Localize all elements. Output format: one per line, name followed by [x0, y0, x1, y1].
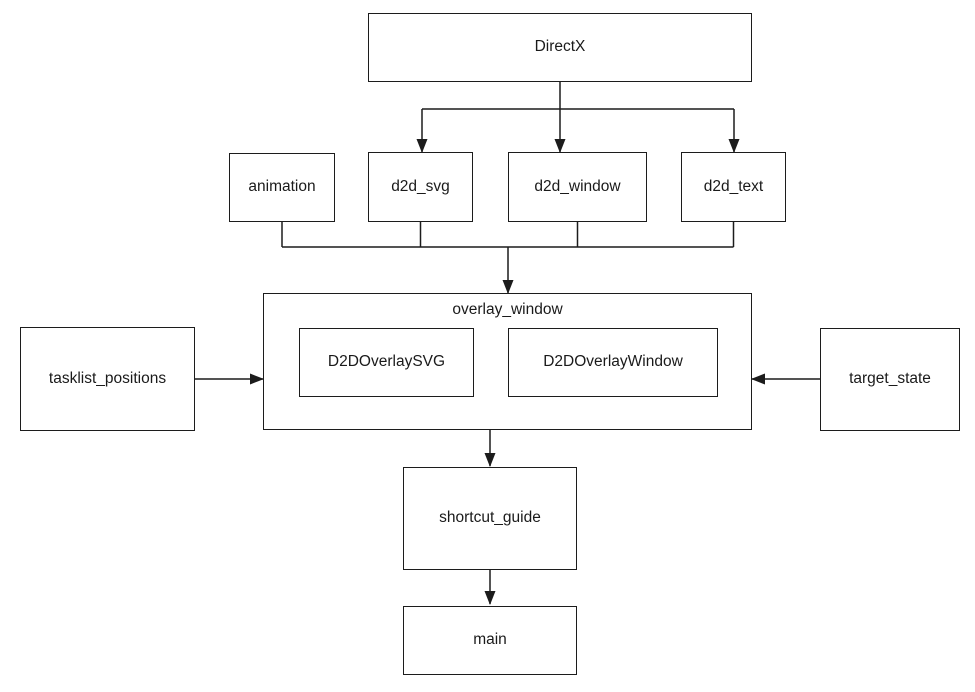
- node-d2d-window: d2d_window: [508, 152, 647, 222]
- node-animation: animation: [229, 153, 335, 222]
- node-directx: DirectX: [368, 13, 752, 82]
- node-shortcut-guide-label: shortcut_guide: [439, 509, 541, 527]
- node-d2d-overlay-window: D2DOverlayWindow: [508, 328, 718, 397]
- node-d2d-svg-label: d2d_svg: [391, 177, 450, 195]
- node-overlay-window-label: overlay_window: [452, 301, 563, 318]
- node-d2d-overlay-svg-label: D2DOverlaySVG: [327, 353, 446, 371]
- node-target-state-label: target_state: [849, 370, 931, 388]
- node-main-label: main: [473, 631, 507, 649]
- node-d2d-text-label: d2d_text: [703, 177, 764, 195]
- node-d2d-svg: d2d_svg: [368, 152, 473, 222]
- node-target-state: target_state: [820, 328, 960, 431]
- node-tasklist-positions-label: tasklist_positions: [48, 369, 167, 387]
- node-d2d-text: d2d_text: [681, 152, 786, 222]
- node-directx-label: DirectX: [534, 38, 586, 56]
- node-d2d-overlay-svg: D2DOverlaySVG: [299, 328, 474, 397]
- node-shortcut-guide: shortcut_guide: [403, 467, 577, 570]
- node-main: main: [403, 606, 577, 675]
- node-overlay-window: overlay_window D2DOverlaySVG D2DOverlayW…: [263, 293, 752, 430]
- node-d2d-window-label: d2d_window: [534, 177, 621, 195]
- node-tasklist-positions: tasklist_positions: [20, 327, 195, 431]
- node-d2d-overlay-window-label: D2DOverlayWindow: [543, 353, 683, 371]
- node-animation-label: animation: [248, 178, 316, 196]
